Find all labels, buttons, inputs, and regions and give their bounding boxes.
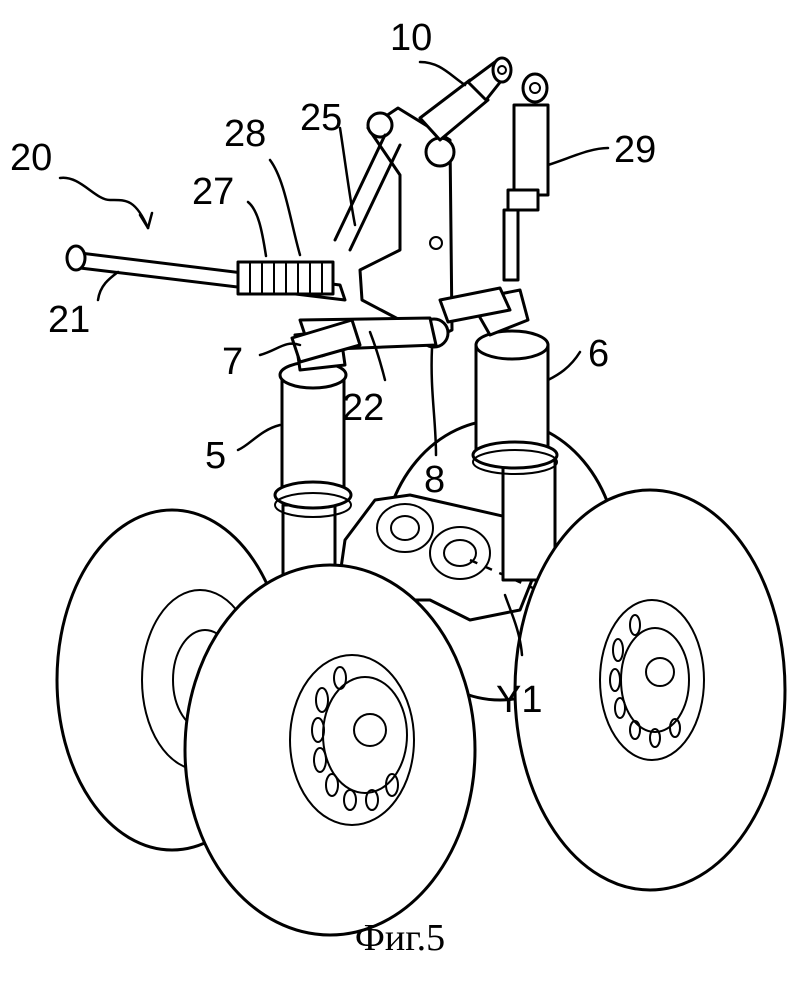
actuator-29 (502, 72, 550, 282)
label-25: 25 (300, 97, 342, 139)
label-6: 6 (588, 333, 609, 375)
label-22: 22 (342, 387, 384, 429)
front-left-hub-holes (311, 666, 399, 811)
reference-labels: 20 21 27 28 25 10 29 7 22 8 6 5 Y1 (10, 17, 656, 721)
figure-caption: Фиг.5 (355, 917, 445, 959)
label-y1: Y1 (496, 679, 542, 721)
front-left-wheel (183, 563, 477, 937)
label-20: 20 (10, 137, 52, 179)
front-right-hub-holes (609, 614, 681, 748)
leader-lines (58, 60, 610, 657)
bellcrank-25 (333, 106, 456, 349)
label-7: 7 (222, 341, 243, 383)
label-28: 28 (224, 113, 266, 155)
label-8: 8 (424, 459, 445, 501)
link-7 (290, 318, 362, 364)
front-right-wheel (513, 488, 787, 892)
strut-6 (468, 288, 559, 582)
actuator-10 (418, 56, 513, 142)
label-27: 27 (192, 171, 234, 213)
link-to-strut-6 (438, 286, 512, 324)
label-5: 5 (205, 435, 226, 477)
label-29: 29 (614, 129, 656, 171)
spring-27-28 (236, 260, 335, 296)
strut-5 (273, 328, 353, 597)
label-21: 21 (48, 299, 90, 341)
label-10: 10 (390, 17, 432, 59)
